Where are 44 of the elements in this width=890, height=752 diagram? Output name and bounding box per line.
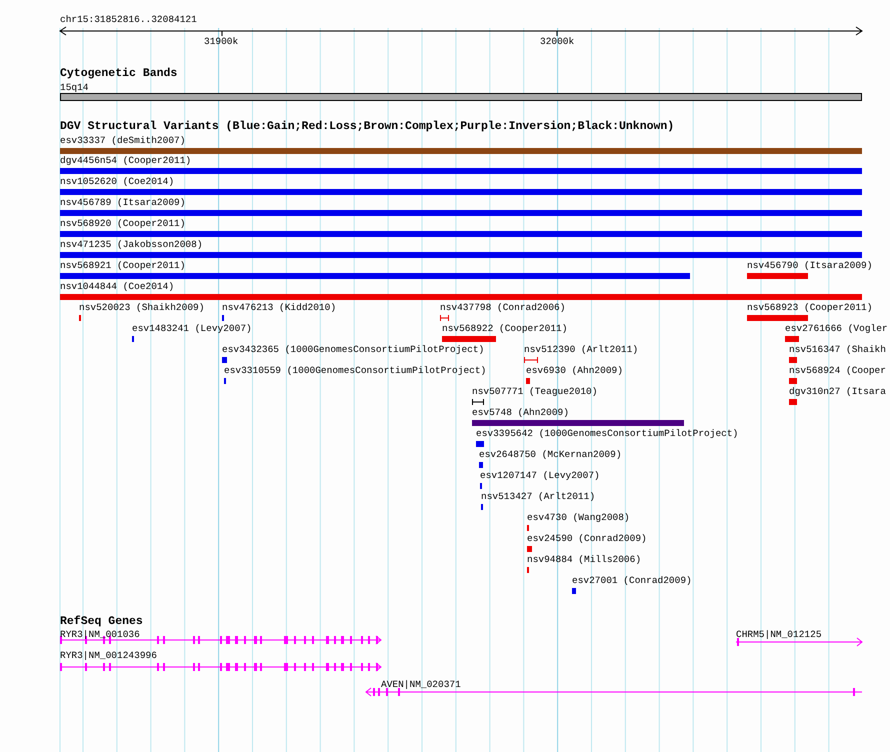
variant-label: nsv512390 (Arlt2011) [524,344,638,355]
variant-label: esv2648750 (McKernan2009) [479,449,622,460]
variant-label: esv33337 (deSmith2007) [60,135,186,146]
variant-label: nsv568923 (Cooper2011) [747,302,872,313]
gene-label: RYR3|NM_001243996 [60,650,157,661]
variant-label: nsv94884 (Mills2006) [527,554,642,565]
variant-label: esv2761666 (Vogler [785,323,888,334]
variant-label: dgv4456n54 (Cooper2011) [60,155,192,166]
axis-tick-label: 31900k [204,36,238,47]
axis-tick-label: 32000k [540,36,574,47]
variant-label: nsv568922 (Cooper2011) [442,323,568,334]
variant-label: nsv568924 (Cooper [789,365,886,376]
variant-label: nsv568920 (Cooper2011) [60,218,186,229]
gene-label: CHRM5|NM_012125 [736,629,822,640]
variant-label: nsv520023 (Shaikh2009) [79,302,204,313]
track-title: DGV Structural Variants (Blue:Gain;Red:Loss;Brown:Complex;Purple:Inversion;Black:Unknown) [60,120,674,133]
variant-label: esv1483241 (Levy2007) [132,323,252,334]
variant-label: nsv471235 (Jakobsson2008) [60,239,203,250]
variant-label: nsv1044844 (Coe2014) [60,281,174,292]
variant-label: nsv507771 (Teague2010) [472,386,598,397]
variant-label: esv24590 (Conrad2009) [527,533,647,544]
track-title: Cytogenetic Bands [60,67,178,80]
band-label: 15q14 [60,82,89,93]
gene-label: RYR3|NM_001036 [60,629,140,640]
locus-label: chr15:31852816..32084121 [60,14,197,25]
variant-label: nsv456790 (Itsara2009) [747,260,872,271]
variant-label: esv3310559 (1000GenomesConsortiumPilotProject) [224,365,486,376]
variant-label: nsv456789 (Itsara2009) [60,197,186,208]
variant-label: nsv1052620 (Coe2014) [60,176,174,187]
variant-label: nsv437798 (Conrad2006) [440,302,566,313]
variant-label: esv27001 (Conrad2009) [572,575,692,586]
variant-label: dgv310n27 (Itsara [789,386,886,397]
variant-label: esv1207147 (Levy2007) [480,470,600,481]
variant-label: esv3432365 (1000GenomesConsortiumPilotProject) [222,344,484,355]
variant-label: nsv568921 (Cooper2011) [60,260,186,271]
variant-label: nsv516347 (Shaikh [789,344,886,355]
variant-label: esv4730 (Wang2008) [527,512,630,523]
variant-label: esv3395642 (1000GenomesConsortiumPilotProject) [476,428,738,439]
track-title: RefSeq Genes [60,615,143,628]
gene-label: AVEN|NM_020371 [381,679,461,690]
variant-label: esv5748 (Ahn2009) [472,407,569,418]
variant-label: nsv476213 (Kidd2010) [222,302,336,313]
variant-label: nsv513427 (Arlt2011) [481,491,596,502]
variant-label: esv6930 (Ahn2009) [526,365,623,376]
